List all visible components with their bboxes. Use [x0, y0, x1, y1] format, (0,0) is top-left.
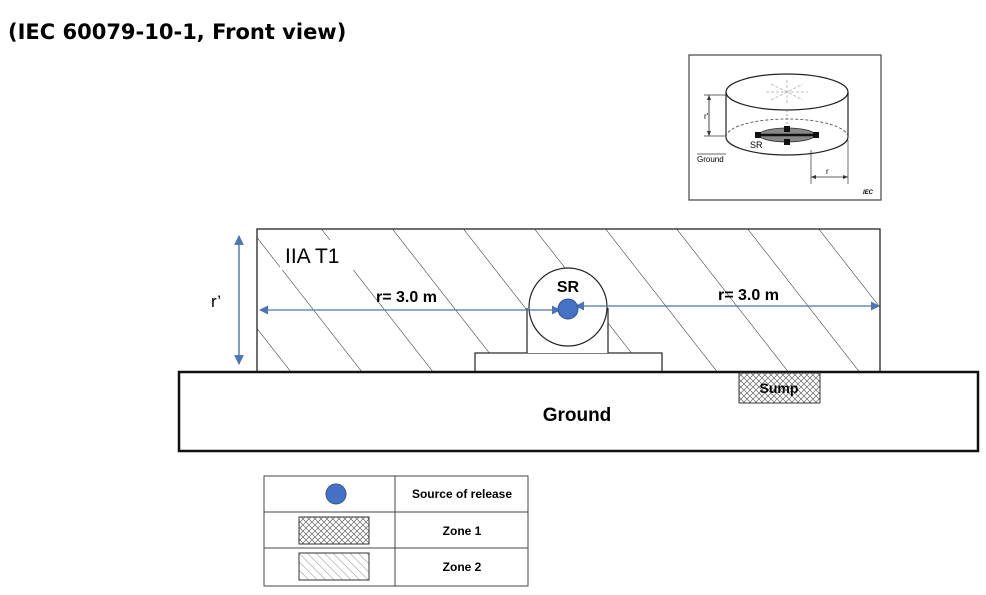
source-of-release-marker — [557, 298, 579, 320]
legend-zone2-label: Zone 2 — [443, 560, 482, 574]
inset-iec-label: IEC — [863, 190, 874, 196]
page-title: (IEC 60079-10-1, Front view) — [8, 20, 347, 44]
inset-cylinder — [725, 73, 849, 156]
radius-right-label: r= 3.0 m — [718, 287, 779, 304]
legend-zone1-label: Zone 1 — [443, 524, 482, 538]
r-prime-label: r’ — [211, 292, 221, 311]
legend-zone1-swatch — [298, 516, 370, 545]
inset-sr-label: SR — [750, 140, 763, 150]
inset-r-dimension — [810, 140, 849, 184]
inset-r-label: r — [826, 167, 829, 176]
inset-ground-label: Ground — [697, 155, 724, 164]
sump-zone-1 — [738, 372, 821, 404]
ground-label: Ground — [543, 405, 612, 426]
equipment-base-plate — [474, 352, 663, 373]
inset-r-prime-dimension — [704, 94, 726, 137]
inset-source — [755, 126, 819, 145]
gas-group-backdrop — [280, 240, 360, 270]
legend-table: Source of release Zone 1 Zone 2 — [263, 475, 529, 587]
inset-r-prime-label: r' — [704, 112, 709, 121]
legend-zone2-swatch — [298, 552, 370, 581]
radius-left-label: r= 3.0 m — [376, 289, 437, 306]
ground-slab — [177, 370, 980, 453]
legend-source-swatch — [325, 483, 347, 505]
inset-figure: r' SR Ground r IEC — [688, 54, 882, 201]
source-label: SR — [557, 279, 580, 296]
sump-label: Sump — [760, 380, 799, 396]
legend-source-label: Source of release — [412, 487, 512, 501]
gas-group-label: IIA T1 — [285, 245, 339, 268]
